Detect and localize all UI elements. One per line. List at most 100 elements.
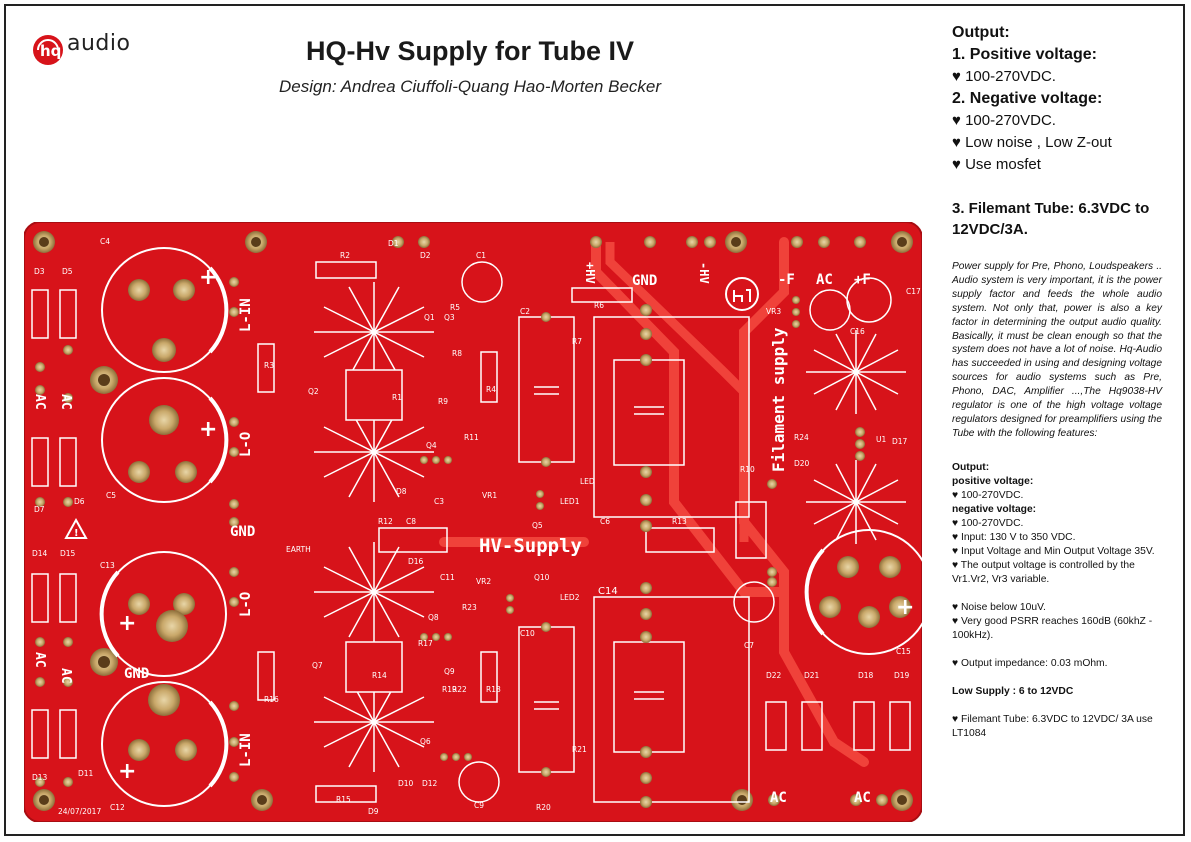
svg-text:C2: C2 [520,307,530,316]
svg-text:D1: D1 [388,239,399,248]
svg-text:Q3: Q3 [444,313,455,322]
svg-text:R15: R15 [336,795,351,804]
svg-text:C15: C15 [896,647,911,656]
pcb-substrate [24,222,922,822]
svg-text:R13: R13 [672,517,687,526]
svg-text:C6: C6 [600,517,610,526]
svg-text:L-IN: L-IN [238,733,254,767]
svg-text:Q2: Q2 [308,387,319,396]
spec-negative-value: ♥ 100-270VDC. [952,517,1024,529]
svg-text:R12: R12 [378,517,393,526]
svg-text:D21: D21 [804,671,820,680]
svg-text:Q5: Q5 [532,521,543,530]
svg-text:Q10: Q10 [534,573,550,582]
pcb-board-photo: + + + + + [24,222,922,822]
svg-text:R3: R3 [264,361,274,370]
svg-text:R9: R9 [438,397,448,406]
svg-text:C16: C16 [850,327,865,336]
big-capacitors [99,247,922,807]
svg-text:24/07/2017: 24/07/2017 [58,807,101,816]
svg-text:R21: R21 [572,745,587,754]
logo-text: audio [67,31,131,56]
svg-text:C14: C14 [598,586,618,597]
svg-text:C5: C5 [106,491,116,500]
svg-text:D9: D9 [368,807,379,816]
spec-filament: ♥ Filemant Tube: 6.3VDC to 12VDC/ 3A use… [952,713,1153,739]
svg-text:Q6: Q6 [420,737,431,746]
svg-text:AC: AC [58,394,73,410]
svg-text:R10: R10 [740,465,755,474]
svg-text:D11: D11 [78,769,94,778]
svg-text:C8: C8 [406,517,416,526]
svg-text:R23: R23 [462,603,477,612]
svg-text:D6: D6 [74,497,85,506]
svg-text:U1: U1 [876,435,886,444]
svg-text:R4: R4 [486,385,496,394]
svg-text:D7: D7 [34,505,45,514]
svg-text:C1: C1 [476,251,486,260]
svg-text:LED: LED [580,477,595,486]
svg-text:D12: D12 [422,779,438,788]
filament-supply-label: Filament supply [769,327,788,472]
svg-text:C3: C3 [434,497,444,506]
svg-text:VR2: VR2 [476,577,491,586]
positive-heading: 1. Positive voltage: [952,46,1097,63]
svg-text:L-IN: L-IN [238,298,254,332]
description: Power supply for Pre, Phono, Loudspeaker… [952,261,1162,439]
spec-impedance: ♥ Output impedance: 0.03 mOhm. [952,657,1108,669]
svg-text:+: + [896,595,914,620]
svg-text:VR3: VR3 [766,307,781,316]
svg-text:R24: R24 [794,433,809,442]
spec-positive-heading: positive voltage: [952,475,1034,487]
svg-text:C7: C7 [744,641,754,650]
svg-text:LED1: LED1 [560,497,580,506]
svg-text:D19: D19 [894,671,910,680]
svg-text:L-O: L-O [238,432,254,457]
svg-text:LED2: LED2 [560,593,580,602]
svg-text:AC: AC [58,668,73,684]
page-frame [4,4,1185,836]
svg-text:GND: GND [230,524,255,540]
svg-text:+HV: +HV [583,262,597,284]
svg-text:D16: D16 [408,557,424,566]
spec-positive-value: ♥ 100-270VDC. [952,489,1024,501]
svg-text:D22: D22 [766,671,782,680]
big-cap-pads [128,279,911,761]
svg-text:Q7: Q7 [312,661,323,670]
svg-text:+: + [118,611,136,636]
svg-text:D5: D5 [62,267,73,276]
svg-text:L-O: L-O [238,592,254,617]
svg-text:+: + [199,265,217,290]
svg-text:D20: D20 [794,459,810,468]
svg-text:!: ! [74,528,79,539]
positive-value: ♥ 100-270VDC. [952,68,1056,85]
spec-negative-heading: negative voltage: [952,503,1037,515]
svg-text:Q4: Q4 [426,441,437,450]
svg-text:+F: +F [854,272,871,288]
svg-text:R16: R16 [264,695,279,704]
svg-text:Q1: Q1 [424,313,435,322]
svg-text:EARTH: EARTH [286,545,311,554]
spec-min-voltage: ♥ Input Voltage and Min Output Voltage 3… [952,545,1155,557]
svg-text:+: + [199,417,217,442]
spec-noise: ♥ Noise below 10uV. [952,601,1046,613]
svg-text:D2: D2 [420,251,431,260]
spec-psrr: ♥ Very good PSRR reaches 160dB (60khZ - … [952,615,1153,641]
svg-text:D8: D8 [396,487,407,496]
svg-text:R17: R17 [418,639,433,648]
component-pads [35,236,888,808]
svg-text:C17: C17 [906,287,921,296]
svg-text:D18: D18 [858,671,874,680]
low-supply-heading: Low Supply : 6 to 12VDC [952,685,1074,697]
svg-text:D10: D10 [398,779,414,788]
svg-text:D13: D13 [32,773,48,782]
resistors [257,261,767,803]
noise-bullet: ♥ Low noise , Low Z-out [952,134,1112,151]
svg-text:C12: C12 [110,803,125,812]
svg-text:C13: C13 [100,561,115,570]
svg-text:C4: C4 [100,237,110,246]
svg-text:Q9: Q9 [444,667,455,676]
page-subtitle: Design: Andrea Ciuffoli-Quang Hao-Morten… [278,77,662,96]
svg-text:+: + [118,759,136,784]
svg-text:C11: C11 [440,573,455,582]
